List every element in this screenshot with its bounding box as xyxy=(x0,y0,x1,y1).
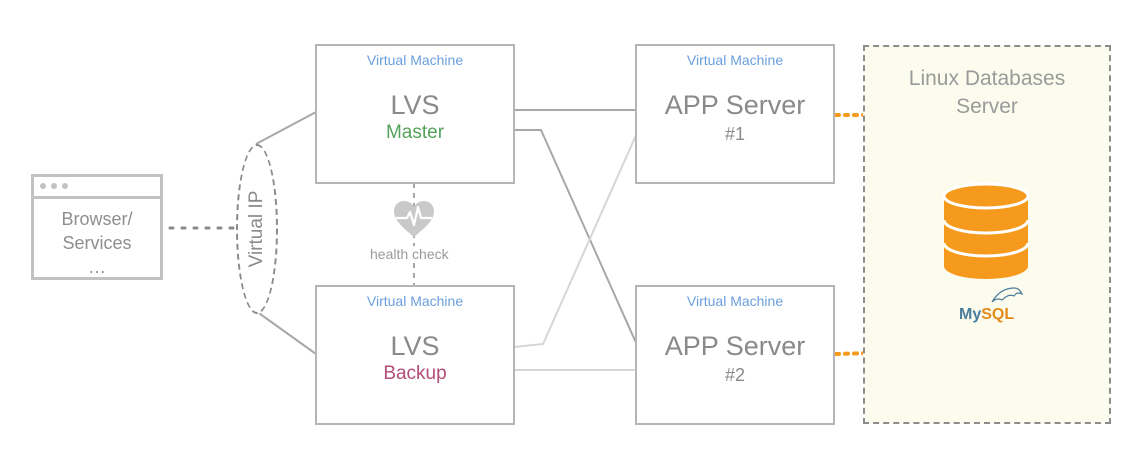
window-dot-icon xyxy=(40,183,46,189)
window-dot-icon xyxy=(51,183,57,189)
vm-label: Virtual Machine xyxy=(366,52,464,68)
client-label-line1: Browser/ xyxy=(61,209,133,229)
app-server-1-node: Virtual Machine APP Server #1 xyxy=(635,44,835,184)
vm-label: Virtual Machine xyxy=(686,52,784,68)
mysql-logo-my: My xyxy=(959,306,982,323)
window-dot-icon xyxy=(62,183,68,189)
node-title: LVS xyxy=(390,331,440,361)
app-server-2-node: Virtual Machine APP Server #2 xyxy=(635,285,835,425)
lvs-master-node: Virtual Machine LVS Master xyxy=(315,44,515,184)
db-server-title: Linux Databases Server xyxy=(865,65,1109,121)
node-title: APP Server xyxy=(664,90,806,120)
node-role: Backup xyxy=(383,363,447,384)
virtual-ip-label: Virtual IP xyxy=(246,190,267,268)
master-to-app2-link xyxy=(514,129,638,346)
window-title-bar xyxy=(34,177,160,199)
vm-label: Virtual Machine xyxy=(366,293,464,309)
node-number: #1 xyxy=(724,124,746,144)
db-server-title-line1: Linux Databases xyxy=(908,67,1066,90)
client-label: Browser/ Services … xyxy=(34,207,160,279)
node-title: LVS xyxy=(390,90,440,120)
vip-to-master-link xyxy=(255,111,317,145)
health-check-label: health check xyxy=(369,246,450,262)
heart-pulse-icon xyxy=(394,201,434,237)
vm-label: Virtual Machine xyxy=(686,293,784,309)
backup-to-app1-link xyxy=(513,132,638,348)
client-browser-window: Browser/ Services … xyxy=(31,174,163,280)
mysql-logo-sql: SQL xyxy=(981,306,1015,323)
db-server-title-line2: Server xyxy=(956,95,1018,118)
node-number: #2 xyxy=(724,365,746,385)
database-icon xyxy=(942,182,1030,279)
client-label-line2: Services xyxy=(62,233,132,253)
virtual-ip-ellipse xyxy=(236,144,278,314)
mysql-logo: MySQL xyxy=(959,306,1014,324)
vip-to-backup-link xyxy=(255,310,317,355)
client-label-line3: … xyxy=(88,257,106,277)
node-title: APP Server xyxy=(664,331,806,361)
node-role: Master xyxy=(385,122,445,143)
mysql-dolphin-icon xyxy=(991,287,1024,303)
lvs-backup-node: Virtual Machine LVS Backup xyxy=(315,285,515,425)
